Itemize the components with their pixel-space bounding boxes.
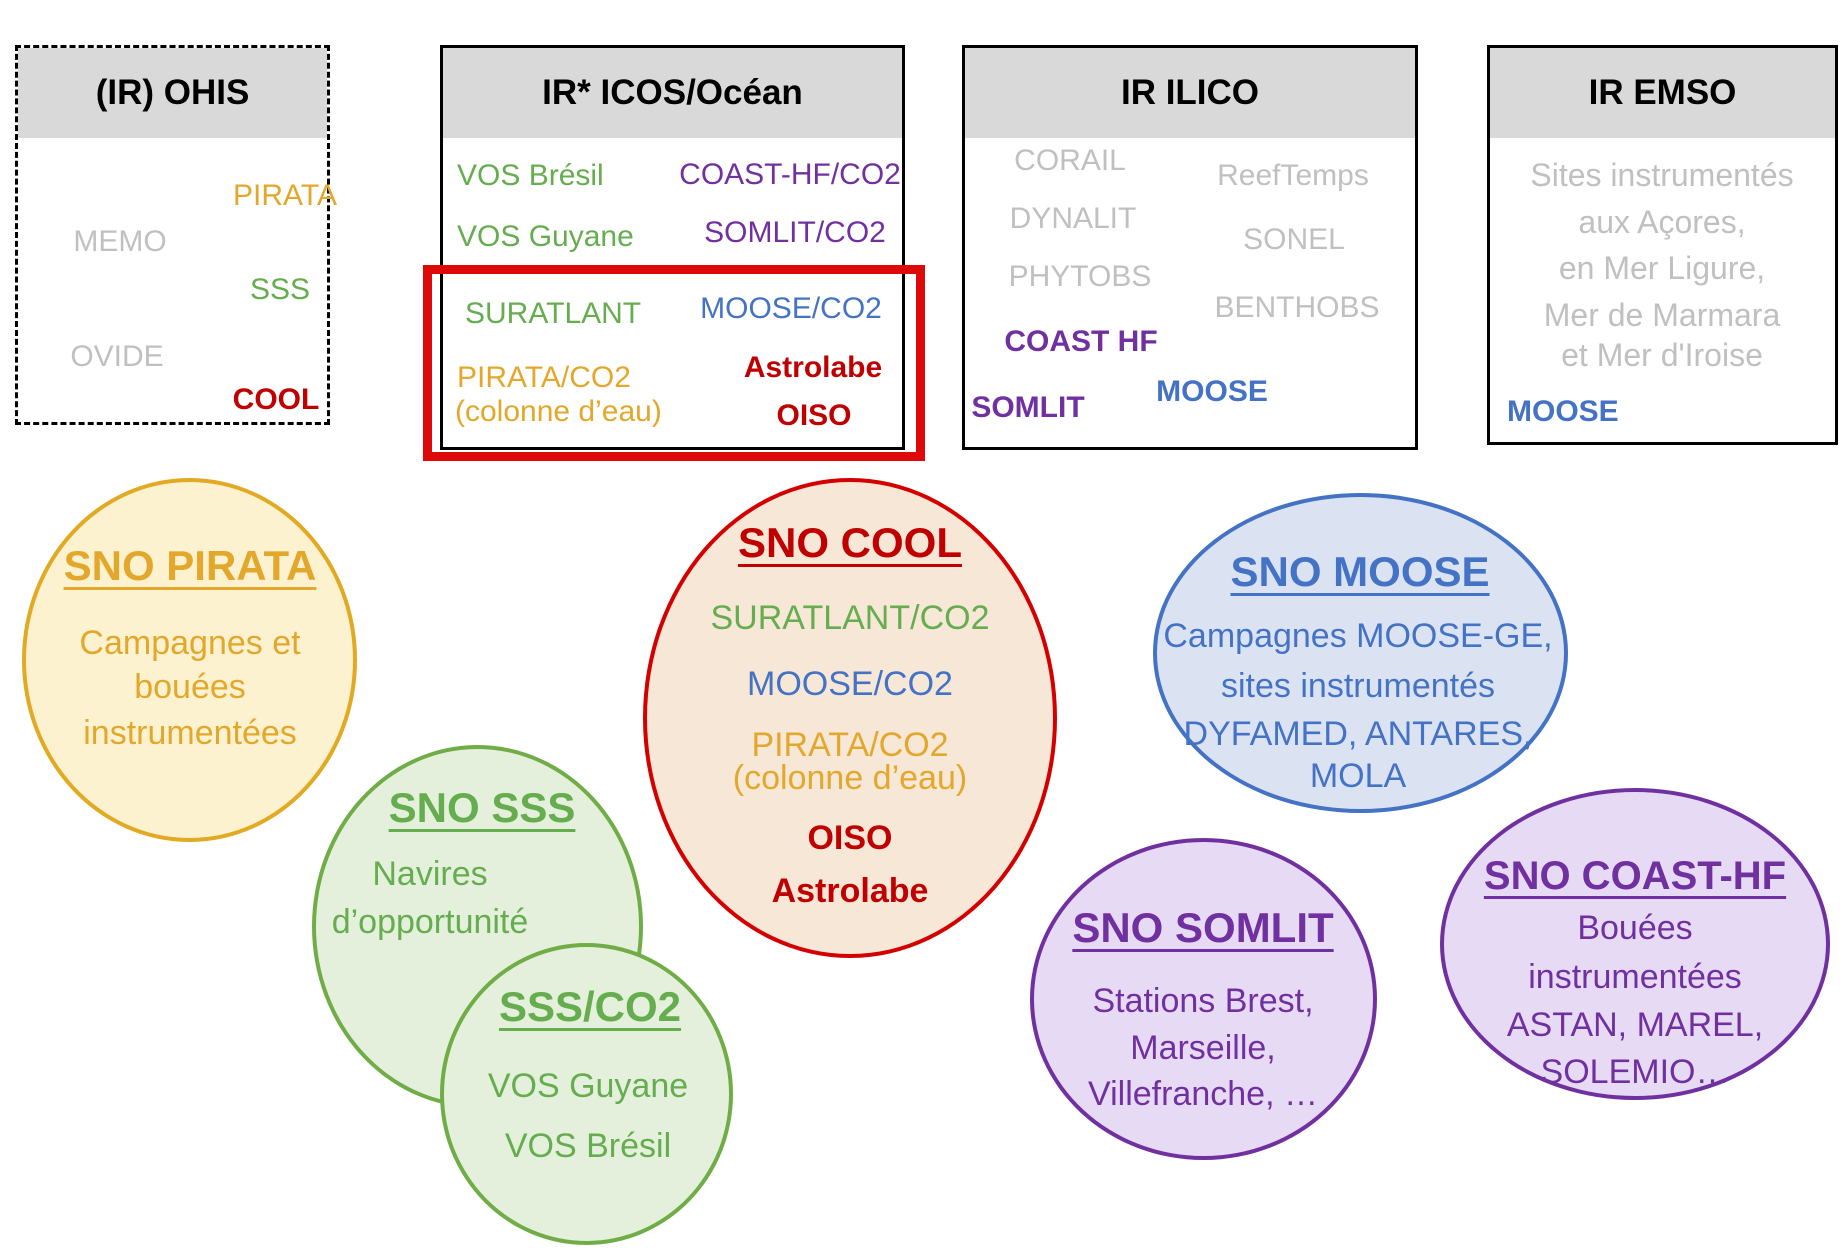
sno-cool-title: SNO COOL [737,519,963,566]
icos-item-somlit-co2: SOMLIT/CO2 [704,216,886,249]
sno-coast-hf-line-1: Bouées [1577,909,1693,947]
icos-item-pirata-co2: PIRATA/CO2 [457,361,631,394]
icos-item-vos-bresil: VOS Brésil [457,159,604,192]
emso-line-4: Mer de Marmara [1543,297,1781,333]
emso-line-1: Sites instrumentés [1530,157,1794,193]
sss-co2-line-1: VOS Guyane [487,1067,689,1105]
sno-moose-circle [1153,493,1568,813]
ilico-item-sonel: SONEL [1243,223,1345,256]
ilico-item-phytobs: PHYTOBS [1008,260,1152,293]
icos-item-oiso: OISO [776,399,852,432]
sno-coast-hf-line-3: ASTAN, MAREL, [1506,1006,1764,1044]
icos-box: IR* ICOS/Océan [440,45,905,450]
sno-somlit-title: SNO SOMLIT [1072,904,1334,951]
sno-cool-item-pirata-sub: (colonne d’eau) [732,759,968,797]
ilico-item-moose: MOOSE [1156,375,1268,408]
sss-co2-line-2: VOS Brésil [504,1127,672,1165]
ohis-item-ovide: OVIDE [70,340,164,373]
icos-header: IR* ICOS/Océan [443,48,902,138]
sno-sss-title: SNO SSS [388,784,576,831]
emso-item-moose: MOOSE [1507,395,1619,428]
ilico-item-coast-hf: COAST HF [1004,325,1158,358]
sno-cool-item-pirata: PIRATA/CO2 [751,726,949,764]
sno-somlit-line-1: Stations Brest, [1092,982,1314,1020]
sno-coast-hf-line-2: instrumentées [1528,958,1742,996]
sno-cool-item-suratlant: SURATLANT/CO2 [710,599,990,637]
sno-moose-line-4: MOLA [1309,757,1407,795]
icos-item-coast-hf-co2: COAST-HF/CO2 [679,158,901,191]
sno-coast-hf-line-4: SOLEMIO… [1540,1053,1730,1091]
ilico-item-somlit: SOMLIT [971,391,1085,424]
sno-sss-line-2: d’opportunité [331,903,529,941]
sno-cool-circle [643,478,1057,958]
ilico-box: IR ILICO [962,45,1418,450]
sno-cool-item-astrolabe: Astrolabe [771,872,929,910]
sno-moose-line-3: DYFAMED, ANTARES, [1183,715,1533,753]
ohis-item-cool: COOL [232,383,320,416]
icos-item-astrolabe: Astrolabe [743,351,883,384]
icos-highlight-frame [423,265,925,461]
sno-sss-line-1: Navires [372,855,488,893]
sno-pirata-line-3: instrumentées [83,714,297,752]
emso-box: IR EMSO [1487,45,1838,445]
sno-pirata-title: SNO PIRATA [63,542,317,589]
ohis-header: (IR) OHIS [18,48,327,138]
sno-moose-line-2: sites instrumentés [1221,667,1495,705]
ohis-box: (IR) OHIS [15,45,330,425]
sno-coast-hf-title: SNO COAST-HF [1483,854,1787,898]
emso-line-2: aux Açores, [1578,204,1746,240]
emso-line-5: et Mer d'Iroise [1561,337,1763,373]
sno-pirata-line-1: Campagnes et [79,624,301,662]
ohis-item-sss: SSS [249,273,311,306]
sno-pirata-circle [22,478,357,842]
sno-cool-item-oiso: OISO [807,819,893,857]
ohis-item-pirata: PIRATA [233,179,337,212]
sno-moose-title: SNO MOOSE [1230,548,1490,595]
sss-co2-title: SSS/CO2 [498,983,682,1030]
sno-coast-hf-circle [1440,788,1830,1100]
icos-item-moose-co2: MOOSE/CO2 [700,292,882,325]
icos-item-suratlant: SURATLANT [465,297,642,330]
ilico-item-corail: CORAIL [1014,144,1126,177]
sno-somlit-circle [1030,838,1377,1160]
icos-item-vos-guyane: VOS Guyane [457,220,634,253]
ilico-item-benthobs: BENTHOBS [1214,291,1380,324]
ilico-header: IR ILICO [965,48,1415,138]
sno-cool-item-moose: MOOSE/CO2 [747,665,953,703]
sno-somlit-line-2: Marseille, [1130,1029,1276,1067]
icos-item-pirata-co2-sub: (colonne d’eau) [455,395,662,428]
sno-pirata-line-2: bouées [134,668,246,706]
ohis-item-memo: MEMO [73,225,167,258]
ilico-item-dynalit: DYNALIT [1009,202,1137,235]
ilico-item-reeftemps: ReefTemps [1217,159,1369,192]
emso-line-3: en Mer Ligure, [1558,250,1766,286]
sss-co2-circle [440,943,733,1245]
sno-moose-line-1: Campagnes MOOSE-GE, [1163,617,1553,655]
sno-somlit-line-3: Villefranche, … [1088,1075,1318,1113]
emso-header: IR EMSO [1490,48,1835,138]
